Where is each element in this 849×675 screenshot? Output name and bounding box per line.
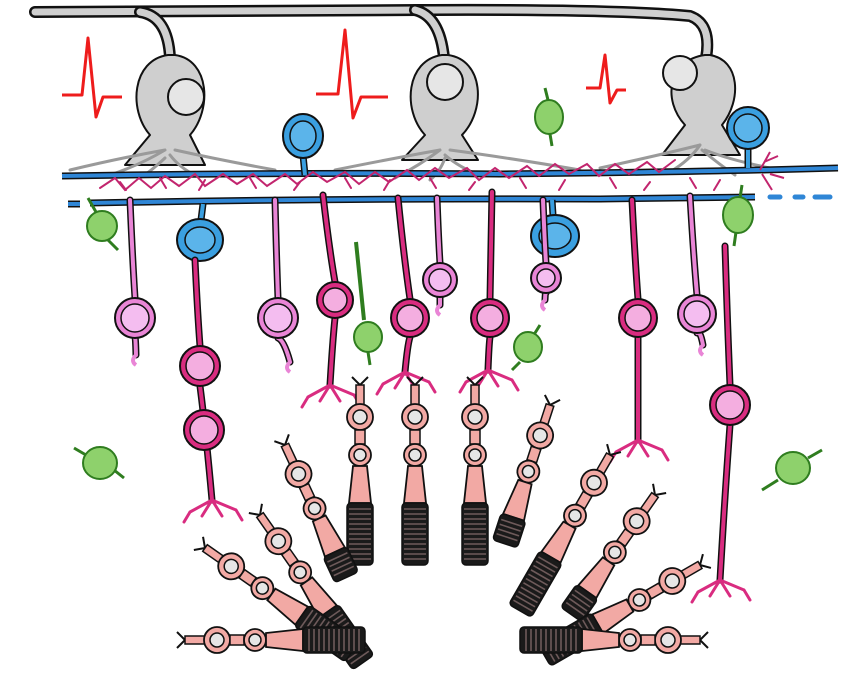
green-cell-7: [761, 448, 823, 492]
bipolar-cell-3: [257, 196, 299, 374]
green-cell-3: [353, 241, 383, 366]
bipolar-cell-4: [300, 191, 362, 409]
amacrine-cell-1: [282, 113, 324, 176]
bipolar-cell-icon: [114, 188, 752, 604]
bipolar-cell-2: [179, 256, 244, 524]
bipolar-cell-9: [608, 196, 670, 464]
ganglion-cell-2: [401, 54, 479, 161]
bipolar-cell-11: [690, 242, 752, 604]
axon-bundle: [29, 3, 714, 64]
photoreceptor-4: [492, 394, 561, 548]
amacrine-cell-3: [530, 199, 580, 258]
green-cell-5: [722, 184, 754, 247]
photoreceptor-3: [461, 376, 489, 566]
bipolar-cell-7: [458, 188, 520, 394]
photoreceptor-7: [274, 434, 358, 583]
photoreceptor-12: [519, 626, 709, 654]
ganglion-cell-icon: [124, 54, 741, 166]
green-cell-4: [510, 324, 543, 372]
green-cell-2: [86, 197, 120, 252]
bipolar-cell-6: [422, 194, 458, 317]
green-cell-6: [73, 446, 125, 480]
amacrine-cell-4: [726, 106, 785, 191]
bipolar-cell-1: [114, 196, 156, 367]
ganglion-cell-3: [661, 54, 741, 156]
bipolar-cell-5: [375, 194, 437, 396]
glial-cell-icon: [73, 87, 823, 492]
photoreceptor-1: [346, 376, 374, 566]
amacrine-cell-2: [176, 203, 224, 262]
photoreceptor-5: [509, 443, 622, 617]
photoreceptor-2: [401, 376, 429, 566]
ganglion-cell-1: [124, 54, 206, 166]
bipolar-cell-10: [677, 192, 717, 357]
green-cell-1: [534, 87, 564, 147]
ganglion-dendrites: [68, 143, 772, 182]
synaptic-terminals: [99, 159, 721, 192]
photoreceptor-10: [176, 626, 366, 654]
action-potential-icon: [62, 28, 626, 120]
photoreceptor-icon: [176, 376, 712, 670]
bipolar-cell-8: [530, 196, 562, 312]
photoreceptor-6: [561, 483, 667, 622]
plexiform-layers: [61, 164, 839, 208]
